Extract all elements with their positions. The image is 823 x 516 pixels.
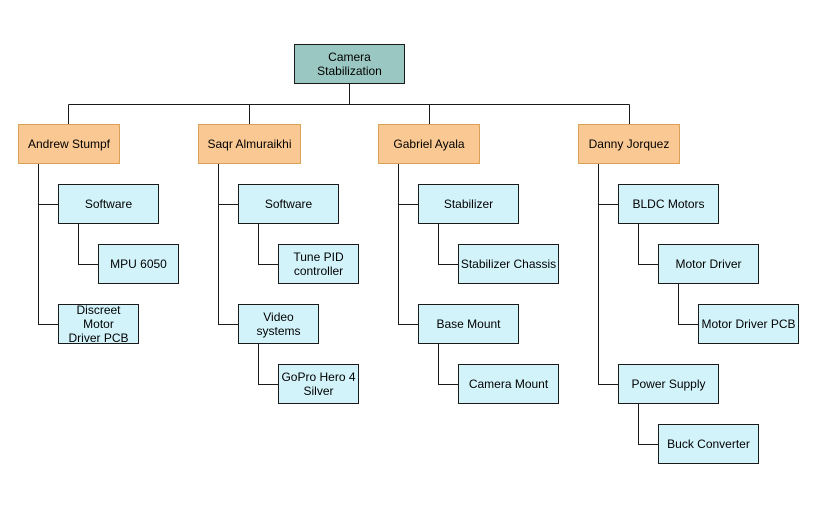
connector-person-1-task-1-sub [78,224,98,265]
task-label: Software [84,197,133,211]
subtask-node-stabilizer-chassis: Stabilizer Chassis [458,244,559,284]
task-label: Stabilizer [443,197,494,211]
connectors [38,84,698,445]
subtask-label-line2: Silver [303,384,334,398]
connector-person-4-branch [598,164,618,385]
connector-person-3-branch [398,164,418,325]
task-label: Software [264,197,313,211]
person-node-gabriel-ayala: Gabriel Ayala [378,124,480,164]
connector-person-3-task-1-sub [438,224,458,265]
task-node-software: Software [238,184,339,224]
person-name: Saqr Almuraikhi [207,137,292,151]
subtask-node-motor-driver: Motor Driver [658,244,759,284]
subtask-label: Motor Driver [675,257,742,271]
subtask-label-line1: GoPro Hero 4 [281,370,356,384]
connector-person-2-task-2-sub [258,344,278,385]
subtask-node-buck-converter: Buck Converter [658,424,759,464]
task-node-base-mount: Base Mount [418,304,519,344]
root-label-line1: Camera [328,50,371,64]
subtask-node-camera-mount: Camera Mount [458,364,559,404]
subtask-label: MPU 6050 [110,257,167,271]
subtask-label-line2: controller [293,264,344,278]
task-label: BLDC Motors [632,197,705,211]
connector-person-4-task-1-sub [638,224,658,265]
root-label-line2: Stabilization [317,64,382,78]
task-label-line2: Driver PCB [68,331,129,344]
person-name: Danny Jorquez [588,137,670,151]
task-node-discreet-motor-driver-pcb: Discreet Motor Driver PCB [58,304,139,344]
connector-person-2-branch [218,164,238,325]
task-label: Base Mount [436,317,501,331]
task-node-power-supply: Power Supply [618,364,719,404]
root-node: Camera Stabilization [294,44,405,84]
subtask-label-line1: Tune PID [293,250,344,264]
task-label-line1: Discreet Motor [76,304,121,331]
task-node-video-systems: Video systems [238,304,319,344]
connector-person-4-task-2-sub [638,404,658,445]
person-name: Gabriel Ayala [393,137,465,151]
subtask-node-gopro-hero-4-silver: GoPro Hero 4 Silver [278,364,359,404]
subtask-label: Motor Driver PCB [701,317,796,331]
subtask-label: Stabilizer Chassis [460,257,557,271]
subtask-label: Camera Mount [468,377,549,391]
person-node-saqr-almuraikhi: Saqr Almuraikhi [198,124,301,164]
task-label: Video systems [256,310,301,338]
connector-person-2-task-1-sub [258,224,278,265]
subtask-label: Buck Converter [667,437,750,451]
task-node-stabilizer: Stabilizer [418,184,519,224]
task-label: Power Supply [631,377,706,391]
connector-person-3-task-2-sub [438,344,458,385]
person-node-andrew-stumpf: Andrew Stumpf [18,124,120,164]
connector-person-1-branch [38,164,58,325]
person-node-danny-jorquez: Danny Jorquez [578,124,680,164]
person-name: Andrew Stumpf [27,137,111,151]
task-node-bldc-motors: BLDC Motors [618,184,719,224]
subtask-node-tune-pid-controller: Tune PID controller [278,244,359,284]
task-node-software: Software [58,184,159,224]
subtask-node-motor-driver-pcb: Motor Driver PCB [698,304,799,344]
subtask-node-mpu-6050: MPU 6050 [98,244,179,284]
connector-person-4-task-1-subsub [678,284,698,325]
